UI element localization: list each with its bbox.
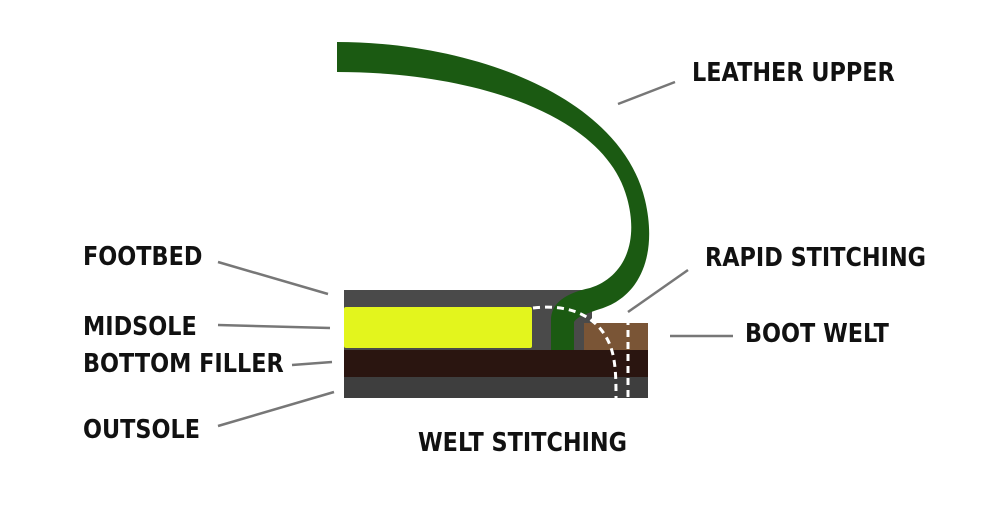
leader-line-rapid-stitching	[627, 268, 689, 314]
leader-line-bottom-filler	[291, 360, 333, 367]
label-bottom-filler: BOTTOM FILLER	[83, 349, 284, 379]
midsole-layer	[344, 307, 532, 348]
label-welt-stitching: WELT STITCHING	[418, 428, 627, 458]
leader-line-midsole	[217, 323, 331, 330]
welt-stitching-line	[532, 305, 618, 399]
outsole-layer	[344, 376, 648, 398]
label-footbed: FOOTBED	[83, 242, 203, 272]
label-outsole: OUTSOLE	[83, 415, 201, 445]
label-boot-welt: BOOT WELT	[745, 319, 889, 349]
bottom-filler-layer	[344, 350, 648, 377]
label-rapid-stitching: RAPID STITCHING	[705, 243, 927, 273]
label-midsole: MIDSOLE	[83, 312, 197, 342]
leader-line-leather-upper	[617, 80, 676, 106]
boot-welt-layer	[584, 323, 648, 350]
label-leather-upper: LEATHER UPPER	[692, 58, 895, 88]
leader-line-outsole	[217, 390, 335, 428]
leather-upper-shape	[337, 42, 650, 350]
leader-line-footbed	[217, 260, 329, 296]
